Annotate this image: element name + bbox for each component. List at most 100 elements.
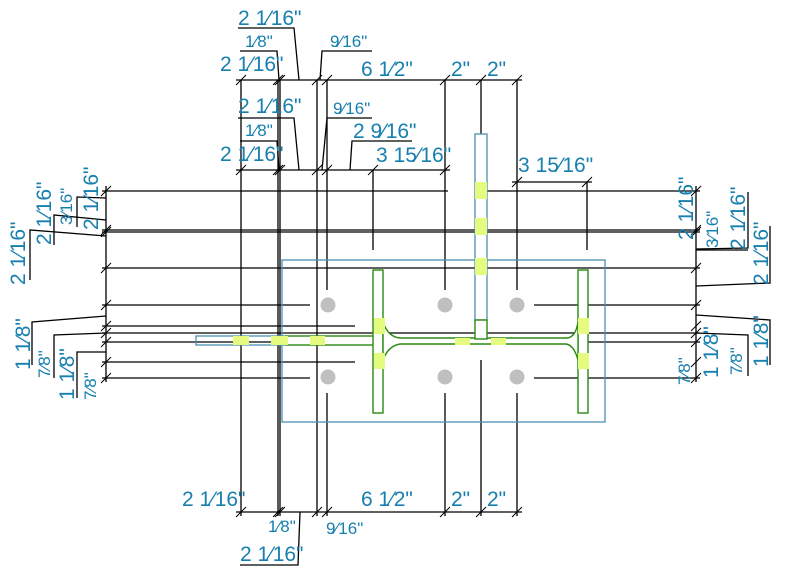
dim-label: 6 1⁄2" [361, 58, 413, 81]
dimension-tick [235, 164, 247, 176]
dim-label: 9⁄16" [333, 99, 370, 118]
dimension-tick [235, 74, 247, 86]
dimension-tick [274, 506, 286, 518]
dimension-tick [311, 74, 323, 86]
dimension-tick [439, 506, 451, 518]
dimension-tick [274, 74, 286, 86]
dimension-tick [100, 224, 112, 236]
dim-label: 1 1⁄8" [750, 315, 773, 367]
weld [491, 338, 506, 345]
weld [475, 258, 487, 275]
weld [475, 182, 487, 199]
dim-label: 7⁄8" [35, 350, 54, 378]
anchor-bolt [437, 297, 453, 313]
dim-label: 1 1⁄8" [700, 326, 723, 378]
dimension-tick [272, 164, 284, 176]
dim-label: 9⁄16" [326, 519, 363, 538]
dimension-tick [439, 74, 451, 86]
dimension-tick [690, 320, 702, 332]
dimension-tick [311, 164, 323, 176]
dim-label: 1 1⁄8" [12, 318, 35, 370]
dim-label: 2" [487, 58, 506, 81]
dim-label: 7⁄8" [727, 347, 746, 375]
dimension-tick [321, 164, 333, 176]
column-flange-right [577, 269, 589, 414]
dim-label: 2 1⁄16" [727, 186, 750, 250]
dimension-tick [100, 320, 112, 332]
dimension-tick [690, 356, 702, 368]
dim-label: 2" [451, 488, 470, 511]
dim-label: 3⁄16" [703, 211, 722, 248]
dimension-tick [511, 506, 523, 518]
dim-label: 2 1⁄16" [220, 143, 284, 166]
dimension-tick [272, 74, 284, 86]
left-beam-inner [285, 335, 384, 346]
dimension-tick [690, 185, 702, 197]
dimension-lines [29, 27, 771, 566]
steel-members [195, 133, 589, 414]
anchor-bolts [320, 297, 525, 385]
dim-label: 3⁄16" [57, 188, 76, 225]
dimension-tick [367, 164, 379, 176]
weld [233, 336, 249, 345]
dimension-tick [272, 506, 284, 518]
dimension-tick [511, 176, 523, 188]
dimension-tick [321, 74, 333, 86]
dim-label: 2 1⁄16" [80, 166, 103, 230]
dimension-tick [100, 356, 112, 368]
dim-label: 2 1⁄16" [182, 488, 246, 511]
dim-label: 9⁄16" [330, 32, 367, 51]
weld [578, 318, 589, 334]
dim-label: 2" [487, 488, 506, 511]
weld [310, 336, 325, 345]
weld [455, 338, 470, 345]
dim-label: 1⁄8" [268, 517, 296, 536]
dimension-tick [581, 176, 593, 188]
top-dimensions: 2 1⁄16" 1⁄8" 2 1⁄16" 9⁄16" 6 1⁄2" 2" 2" … [220, 7, 593, 177]
dimension-tick [690, 327, 702, 339]
dimension-tick [475, 506, 487, 518]
weld [578, 353, 589, 369]
dimension-tick [690, 226, 702, 238]
left-dimensions: 2 1⁄16" 2 1⁄16" 3⁄16" 2 1⁄16" 1 1⁄8" 7⁄8… [7, 166, 103, 400]
dimension-tick [690, 224, 702, 236]
dim-label: 2 1⁄16" [240, 543, 304, 566]
anchor-bolt [320, 297, 336, 313]
weld [374, 353, 385, 369]
dim-label: 2 1⁄16" [750, 221, 773, 285]
dimension-tick [690, 262, 702, 274]
dim-label: 3 15⁄16" [376, 144, 451, 167]
dimension-tick [100, 262, 112, 274]
dimension-tick [475, 74, 487, 86]
weld [475, 218, 487, 235]
dimension-tick [100, 185, 112, 197]
top-beam-inner [474, 319, 488, 340]
dim-label: 2 1⁄16" [238, 95, 302, 118]
dim-label: 1⁄8" [245, 32, 273, 51]
dim-label: 2 1⁄16" [220, 53, 284, 76]
weld [374, 318, 385, 334]
dimension-tick [690, 372, 702, 384]
anchor-bolt [320, 369, 336, 385]
anchor-bolt [509, 369, 525, 385]
dimension-tick [235, 506, 247, 518]
bottom-dimensions: 2 1⁄16" 6 1⁄2" 2" 2" 1⁄8" 9⁄16" 2 1⁄16" [182, 488, 506, 566]
dim-label: 7⁄8" [81, 372, 100, 400]
dimension-tick [511, 74, 523, 86]
dim-label: 1 1⁄8" [56, 348, 79, 400]
dimension-tick [100, 372, 112, 384]
dimension-tick [439, 164, 451, 176]
dim-label: 2 1⁄16" [7, 221, 30, 285]
dim-label: 2 1⁄16" [238, 7, 302, 30]
dimension-tick [100, 226, 112, 238]
dim-label: 2 9⁄16" [353, 120, 417, 143]
dimension-ticks [100, 74, 702, 518]
dim-label: 2 1⁄16" [675, 176, 698, 240]
dim-label: 1⁄8" [245, 121, 273, 140]
dim-label: 6 1⁄2" [361, 488, 413, 511]
dim-label: 2" [451, 58, 470, 81]
column-flange-left [372, 269, 384, 414]
dim-label: 7⁄8" [675, 357, 694, 385]
right-dimensions: 2 1⁄16" 3⁄16" 2 1⁄16" 2 1⁄16" 7⁄8" 1 1⁄8… [675, 176, 773, 385]
